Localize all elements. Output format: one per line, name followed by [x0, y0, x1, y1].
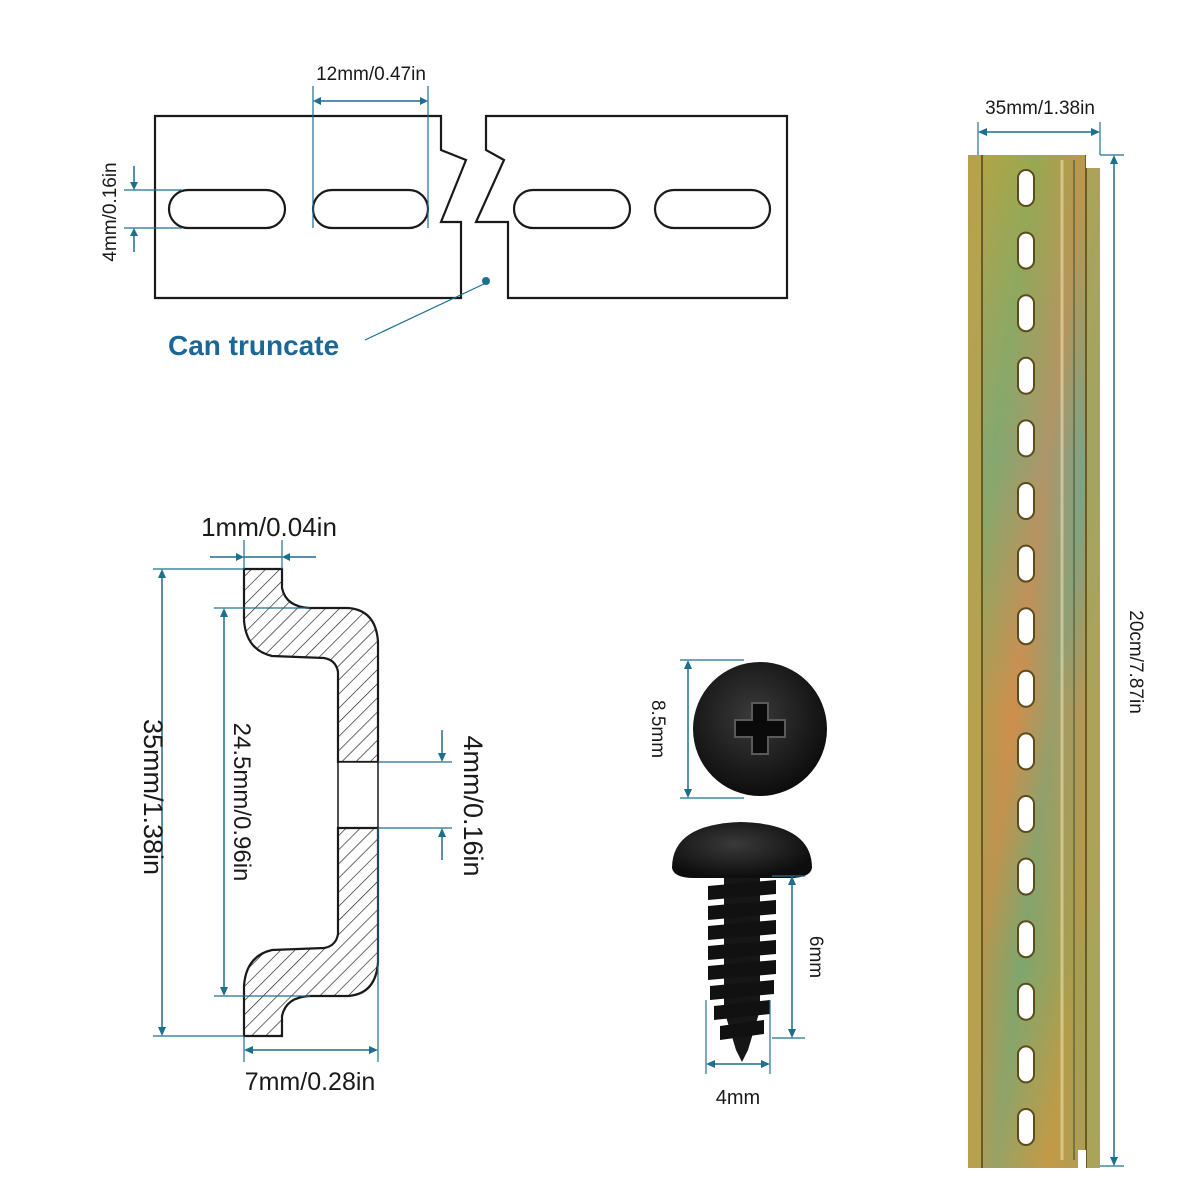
hole-height-label-profile: 4mm/0.16in: [458, 735, 488, 876]
rail-slot: [512, 188, 632, 230]
depth-label: 7mm/0.28in: [245, 1068, 376, 1096]
inner-width-label: 24.5mm/0.96in: [228, 723, 255, 882]
hole-pitch-label: 12mm/0.47in: [316, 64, 426, 85]
truncate-note: Can truncate: [168, 330, 339, 361]
rail-segment-left: [153, 114, 468, 300]
profile-upper: [242, 567, 380, 764]
rail-photo-slot: [1017, 419, 1035, 458]
rail-slot: [653, 188, 772, 230]
rail-slot: [311, 188, 430, 230]
phillips-cross-icon: [734, 702, 786, 755]
rail-photo-slot: [1017, 732, 1035, 771]
rail-flange-right: [1086, 155, 1100, 1168]
rail-photo-slot: [1017, 544, 1035, 583]
rail-photo-slot: [1017, 920, 1035, 959]
rail-photo-slot: [1017, 1045, 1035, 1084]
screw-illustration: 8.5mm 6mm 4mm: [647, 659, 827, 1109]
rail-photo-slot: [1017, 795, 1035, 833]
rail-slot: [167, 188, 287, 230]
rail-photo-slot: [1017, 231, 1035, 270]
thickness-label: 1mm/0.04in: [201, 512, 337, 542]
rail-photo-slot: [1017, 669, 1035, 708]
rail-profile: 1mm/0.04in 35mm/1.38in 24.5mm/0.96in 4mm…: [138, 512, 488, 1096]
rail-photo-slot: [1017, 169, 1035, 207]
head-diameter-label: 8.5mm: [647, 700, 668, 758]
rail-photo-slot: [1017, 356, 1035, 395]
profile-hole: [337, 761, 379, 829]
rail-photo-slot: [1017, 1108, 1035, 1146]
hole-height-label-top: 4mm/0.16in: [100, 162, 121, 261]
screw-head-side-view: [672, 822, 812, 878]
rail-flange-left: [968, 155, 982, 1168]
rail-photo-slot: [1017, 482, 1035, 520]
rail-photo-slot: [1017, 982, 1035, 1021]
rail-length-label: 20cm/7.87in: [1125, 610, 1146, 714]
rail-width-label: 35mm/1.38in: [985, 98, 1095, 119]
profile-lower: [242, 826, 380, 1038]
rail-photo-slot: [1017, 294, 1035, 333]
thread-length-label: 6mm: [805, 936, 826, 978]
rail-top-view: 12mm/0.47in 4mm/0.16in Can truncate: [100, 64, 789, 361]
rail-photo-slot: [1017, 857, 1035, 896]
thread-diameter-label: 4mm: [716, 1087, 760, 1109]
total-width-label: 35mm/1.38in: [138, 719, 168, 875]
rail-photo-slot: [1017, 607, 1035, 646]
screw-threads: [708, 880, 776, 1040]
rail-segment-right: [474, 114, 789, 300]
rail-photo: 35mm/1.38in 20cm/7.87in: [968, 98, 1146, 1168]
